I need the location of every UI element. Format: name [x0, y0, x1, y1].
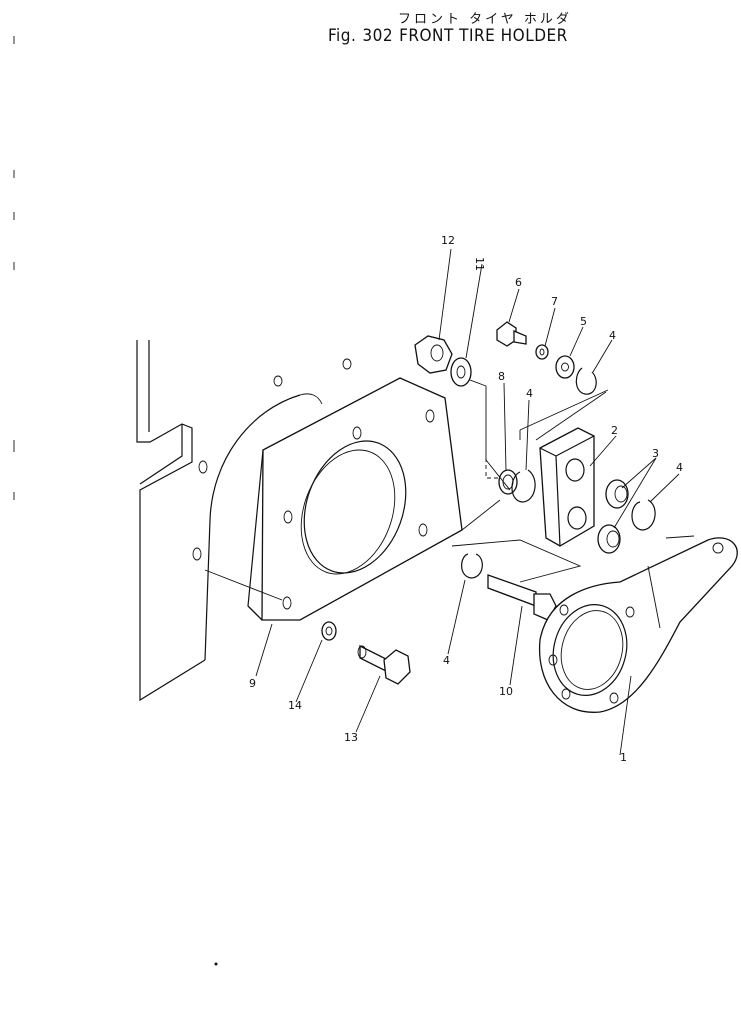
snap-ring-part-4-mid	[511, 469, 536, 503]
bracket-plate	[204, 377, 501, 621]
callout-14: 14	[288, 699, 302, 712]
callout-4-top: 4	[609, 329, 616, 342]
bushings-part-3	[597, 479, 629, 554]
bolt-part-13	[357, 644, 411, 685]
leader-lines	[255, 248, 680, 756]
callout-1: 1	[620, 751, 627, 764]
washer-part-7	[535, 344, 549, 360]
callout-4-right: 4	[676, 461, 683, 474]
bushing-part-8	[498, 469, 518, 495]
callout-8: 8	[498, 370, 505, 383]
washer-part-14	[321, 621, 337, 641]
block-part-2	[539, 427, 595, 547]
callout-10: 10	[499, 685, 513, 698]
washer-part-5	[555, 355, 575, 379]
callout-13: 13	[344, 731, 358, 744]
scan-specks	[13, 36, 218, 966]
nut-part-12	[414, 335, 453, 374]
snap-ring-part-4-low	[461, 553, 483, 579]
bolt-part-6	[496, 321, 527, 347]
washer-part-11	[450, 357, 472, 387]
callout-7: 7	[551, 295, 558, 308]
callout-4-mid: 4	[526, 387, 533, 400]
frame-panel	[136, 340, 352, 702]
title-japanese: フロント タイヤ ホルダ	[398, 12, 572, 27]
snap-ring-part-4-top	[575, 367, 597, 395]
callout-3: 3	[652, 447, 659, 460]
callout-4-low: 4	[443, 654, 450, 667]
callout-5: 5	[580, 315, 587, 328]
snap-ring-part-4-right	[631, 499, 656, 531]
callout-12: 12	[441, 234, 455, 247]
callout-labels: 1 2 3 4 4 4 4 5 6 7 8 9 10 11 12 13 14	[249, 234, 683, 764]
fig-number: 302	[362, 26, 394, 46]
fig-name: FRONT TIRE HOLDER	[399, 26, 568, 46]
fig-prefix: Fig.	[328, 26, 357, 46]
callout-11: 11	[473, 257, 486, 271]
holder-arm-part-1	[538, 535, 738, 713]
dashed-guide	[485, 458, 500, 479]
callout-6: 6	[515, 276, 522, 289]
callout-2: 2	[611, 424, 618, 437]
callout-9: 9	[249, 677, 256, 690]
